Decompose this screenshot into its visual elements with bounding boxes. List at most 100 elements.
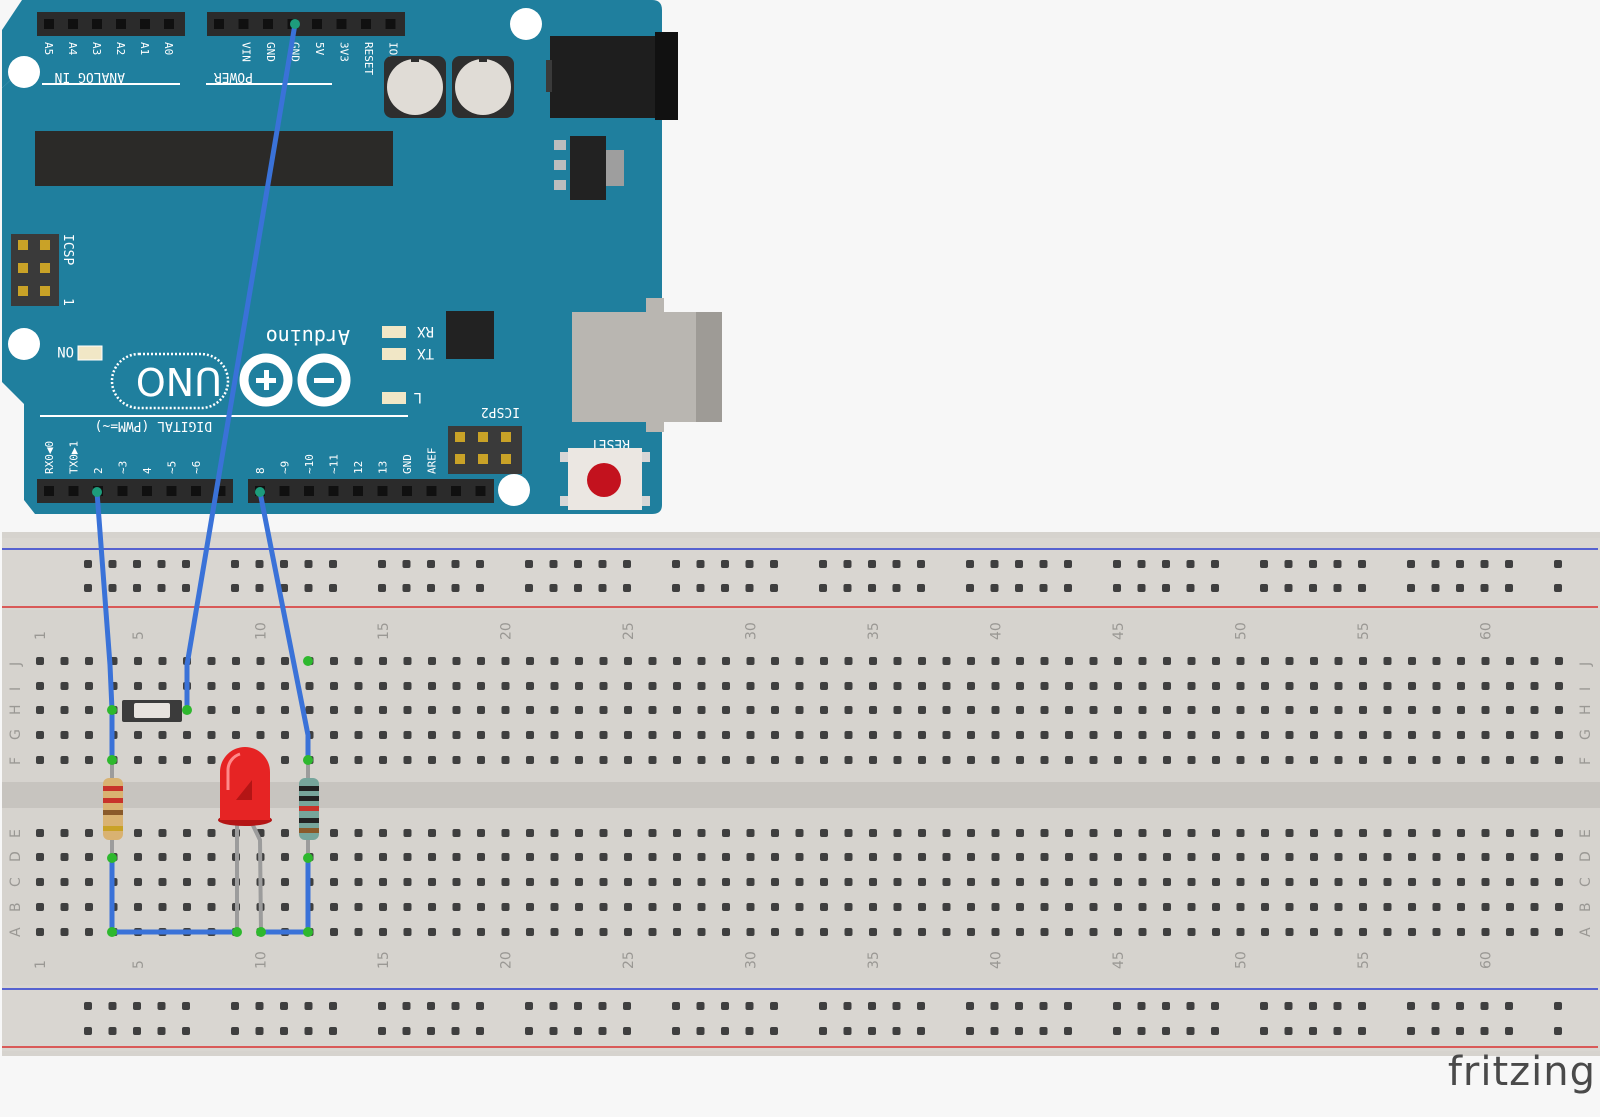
- breadboard-hole: [795, 903, 804, 911]
- breadboard-hole: [1065, 706, 1073, 714]
- rail-hole: [1431, 560, 1440, 568]
- pushbutton[interactable]: [122, 700, 182, 722]
- icsp2-label: ICSP2: [481, 404, 520, 419]
- rail-hole: [84, 560, 92, 568]
- breadboard-hole: [1457, 706, 1465, 714]
- breadboard-hole: [918, 706, 926, 714]
- rail-hole: [304, 1002, 313, 1010]
- usb-connector: [572, 298, 722, 432]
- rail-hole: [476, 1027, 484, 1035]
- rail-hole: [402, 560, 411, 568]
- digital-pin-label: GND: [401, 454, 414, 474]
- column-number-bottom: 1: [33, 960, 49, 969]
- column-number-bottom: 50: [1234, 951, 1250, 969]
- rail-hole: [1162, 584, 1170, 592]
- rail-hole: [525, 1027, 533, 1035]
- breadboard-hole: [1114, 903, 1122, 911]
- breadboard-hole: [477, 657, 485, 665]
- rail-hole: [1358, 560, 1366, 568]
- breadboard-hole: [36, 853, 44, 861]
- rail-hole: [108, 1027, 117, 1035]
- breadboard-hole: [158, 682, 167, 690]
- breadboard-hole: [918, 878, 926, 886]
- breadboard-hole: [85, 706, 93, 714]
- breadboard-hole: [893, 756, 902, 764]
- icsp2-pin: [501, 432, 511, 442]
- breadboard-hole: [428, 853, 436, 861]
- wires: [92, 19, 313, 937]
- breadboard-hole: [550, 878, 559, 886]
- breadboard-hole: [918, 829, 926, 837]
- breadboard-hole: [1432, 731, 1441, 739]
- rx-label: RX: [417, 323, 434, 339]
- breadboard-hole: [207, 731, 216, 739]
- breadboard-hole: [1481, 928, 1490, 936]
- mount-hole-left: [8, 328, 40, 360]
- rail-hole: [574, 584, 582, 592]
- breadboard-hole: [575, 829, 583, 837]
- rail-hole: [868, 1002, 876, 1010]
- top-power-rail: [2, 538, 1600, 610]
- breadboard-hole: [1163, 903, 1171, 911]
- breadboard-hole: [991, 756, 1000, 764]
- rail-hole: [1480, 1002, 1489, 1010]
- breadboard-hole: [60, 706, 69, 714]
- breadboard-hole: [697, 706, 706, 714]
- rail-hole: [549, 1002, 558, 1010]
- rail-hole: [721, 584, 729, 592]
- digital-pin-label: 8: [254, 467, 267, 474]
- breadboard-hole: [501, 756, 510, 764]
- rail-hole: [696, 584, 705, 592]
- breadboard-hole: [526, 731, 534, 739]
- breadboard-hole: [1187, 657, 1196, 665]
- rail-hole: [745, 1002, 754, 1010]
- breadboard-hole: [281, 731, 289, 739]
- icsp2-pin: [455, 454, 465, 464]
- header-pin: [142, 486, 152, 496]
- breadboard-hole: [1530, 706, 1539, 714]
- breadboard-hole: [1383, 682, 1392, 690]
- breadboard-hole: [207, 657, 216, 665]
- wire-end: [107, 755, 117, 765]
- breadboard-hole: [1114, 731, 1122, 739]
- rail-hole: [1333, 1027, 1342, 1035]
- breadboard-hole: [207, 756, 216, 764]
- breadboard-hole: [452, 853, 461, 861]
- breadboard-hole: [893, 731, 902, 739]
- breadboard-hole: [330, 903, 338, 911]
- voltage-regulator: [554, 136, 624, 200]
- breadboard-hole: [1261, 853, 1269, 861]
- reset-button[interactable]: [560, 448, 650, 510]
- breadboard-hole: [599, 928, 608, 936]
- breadboard-hole: [1236, 903, 1245, 911]
- rail-hole: [672, 560, 680, 568]
- breadboard-hole: [501, 657, 510, 665]
- breadboard-hole: [1212, 731, 1220, 739]
- column-number-bottom: 35: [866, 951, 882, 969]
- breadboard-hole: [1457, 682, 1465, 690]
- breadboard-hole: [477, 928, 485, 936]
- breadboard-hole: [1089, 682, 1098, 690]
- breadboard-hole: [1383, 756, 1392, 764]
- breadboard-hole: [36, 928, 44, 936]
- rail-hole: [917, 1027, 925, 1035]
- rail-hole: [1039, 1002, 1048, 1010]
- breadboard-hole: [330, 731, 338, 739]
- rail-hole: [1505, 1027, 1513, 1035]
- column-number-bottom: 20: [499, 951, 515, 969]
- rail-hole: [1162, 1002, 1170, 1010]
- breadboard-hole: [232, 682, 240, 690]
- rail-hole: [1333, 560, 1342, 568]
- digital-pin-label: 12: [352, 461, 365, 474]
- breadboard-hole: [550, 706, 559, 714]
- rail-hole: [1284, 1027, 1293, 1035]
- breadboard-hole: [820, 756, 828, 764]
- breadboard-hole: [1236, 878, 1245, 886]
- breadboard-hole: [722, 878, 730, 886]
- breadboard-hole: [648, 682, 657, 690]
- power-pin-label: RESET: [362, 42, 375, 75]
- rail-hole: [1137, 560, 1146, 568]
- wire-end: [256, 927, 266, 937]
- breadboard-hole: [1383, 928, 1392, 936]
- breadboard-hole: [746, 903, 755, 911]
